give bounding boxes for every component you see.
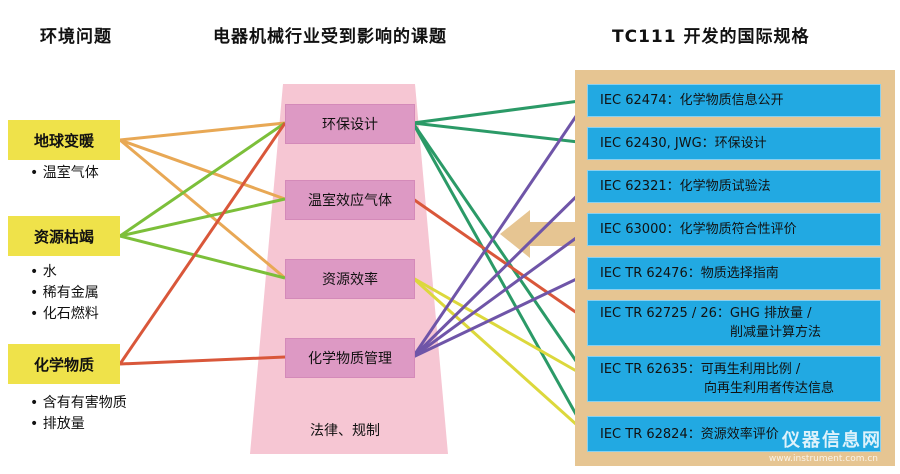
bullet-item: 温室气体 (30, 163, 99, 184)
link-chemical-management (119, 355, 286, 366)
standard-62824: IEC TR 62824：资源效率评价 (587, 416, 881, 452)
link-resource-ecodesign (119, 121, 286, 238)
link-warming-efficiency (119, 138, 286, 280)
topic-chemical-management: 化学物质管理 (285, 338, 415, 378)
link-management-62476 (412, 272, 588, 359)
env-issue-chemical: 化学物质 (8, 344, 120, 384)
header-industry-topics: 电器机械行业受到影响的课题 (213, 27, 447, 47)
standard-62476: IEC TR 62476：物质选择指南 (587, 257, 881, 290)
header-tc111-standards: TC111 开发的国际规格 (612, 27, 810, 47)
link-ghg-62725 (412, 197, 588, 322)
standard-line: IEC TR 62635：可再生利用比例 / (600, 362, 801, 377)
link-management-62321 (411, 184, 589, 359)
watermark-logo: 仪器信息网 (782, 430, 882, 451)
standard-62430: IEC 62430, JWG：环保设计 (587, 127, 881, 160)
standard-line: IEC TR 62476：物质选择指南 (600, 266, 779, 281)
bullet-item: 水 (30, 262, 99, 283)
watermark-url: www.instrument.com.cn (768, 454, 878, 464)
env-issue-warming: 地球变暖 (8, 120, 120, 160)
link-chemical-ecodesign (118, 122, 287, 365)
standard-line: IEC 62474：化学物质信息公开 (600, 93, 784, 108)
resource-bullets: 水 稀有金属 化石燃料 (30, 262, 99, 325)
topic-ghg: 温室效应气体 (285, 180, 415, 220)
link-ecodesign-62430 (412, 121, 588, 145)
topic-resource-efficiency: 资源效率 (285, 259, 415, 299)
bullet-item: 排放量 (30, 414, 127, 435)
standard-line: IEC TR 62725 / 26：GHG 排放量 / (600, 306, 812, 321)
link-efficiency-62824 (411, 276, 589, 436)
link-resource-efficiency (119, 234, 286, 280)
standard-62474: IEC 62474：化学物质信息公开 (587, 84, 881, 117)
bullet-item: 稀有金属 (30, 283, 99, 304)
topic-ecodesign: 环保设计 (285, 104, 415, 144)
regulation-label: 法律、规制 (310, 423, 380, 439)
link-warming-ecodesign (119, 121, 286, 142)
bullet-item: 化石燃料 (30, 304, 99, 325)
chemical-bullets: 含有有害物质 排放量 (30, 393, 127, 435)
link-ecodesign-62824 (411, 122, 589, 435)
warming-bullets: 温室气体 (30, 163, 99, 184)
link-management-62474 (411, 99, 589, 358)
standard-line: 向再生利用者传达信息 (704, 381, 835, 396)
standard-line: IEC 62321：化学物质试验法 (600, 179, 771, 194)
link-ecodesign-62474 (412, 98, 588, 125)
standard-line: 削减量计算方法 (730, 325, 822, 340)
standard-62635: IEC TR 62635：可再生利用比例 / 向再生利用者传达信息 (587, 356, 881, 402)
standard-62725: IEC TR 62725 / 26：GHG 排放量 / 削减量计算方法 (587, 300, 881, 346)
link-ecodesign-62635 (411, 122, 589, 378)
link-spacer (120, 123, 285, 236)
bullet-item: 含有有害物质 (30, 393, 127, 414)
standard-line: IEC TR 62824：资源效率评价 (600, 426, 779, 442)
standard-63000: IEC 63000：化学物质符合性评价 (587, 213, 881, 246)
standard-62321: IEC 62321：化学物质试验法 (587, 170, 881, 203)
link-management-63000 (412, 228, 588, 359)
link-efficiency-62635 (412, 276, 588, 379)
header-env-issues: 环境问题 (40, 27, 112, 47)
standard-line: IEC 62430, JWG：环保设计 (600, 136, 767, 151)
link-resource-ghg (119, 197, 286, 238)
env-issue-resource: 资源枯竭 (8, 216, 120, 256)
standard-line: IEC 63000：化学物质符合性评价 (600, 222, 797, 237)
link-warming-ghg (119, 138, 286, 201)
